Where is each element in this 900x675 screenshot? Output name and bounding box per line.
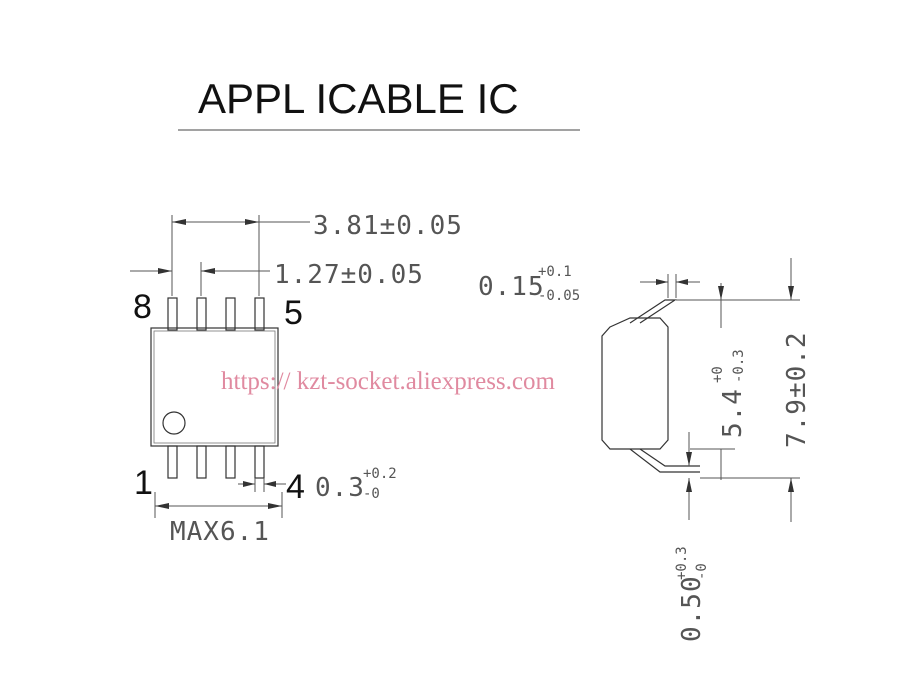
pin-4 xyxy=(254,445,265,479)
pin-label-1: 1 xyxy=(134,464,153,502)
ic-body-side xyxy=(601,317,669,450)
dim-lead-width: 0.3 xyxy=(315,473,365,503)
page-title: APPL ICABLE IC xyxy=(198,75,519,122)
pin-3 xyxy=(225,445,236,479)
pin-label-4: 4 xyxy=(286,468,305,506)
dim-standoff-minus: -0 xyxy=(694,563,710,580)
dim-lead-width-minus: -0 xyxy=(363,486,380,502)
dim-standoff-plus: +0.3 xyxy=(674,546,690,580)
pin-5 xyxy=(254,297,265,331)
dim-body-h-plus: +0 xyxy=(710,366,726,383)
dim-lead-width-plus: +0.2 xyxy=(363,466,397,482)
dim-pitch: 1.27±0.05 xyxy=(274,260,424,290)
pin1-marker xyxy=(162,411,186,435)
pin-label-5: 5 xyxy=(284,294,303,332)
side-view: 0.15 +0.1 -0.05 5.4 +0 -0.3 7.9±0.2 0.50… xyxy=(478,258,812,642)
dim-lead-thk-minus: -0.05 xyxy=(538,288,580,304)
ic-body-inner xyxy=(153,330,276,444)
pin-8 xyxy=(167,297,178,331)
dim-max-width: MAX6.1 xyxy=(170,517,270,547)
pin-1 xyxy=(167,445,178,479)
bottom-pins xyxy=(167,445,265,479)
dim-lead-span: 3.81±0.05 xyxy=(313,211,463,241)
dim-total-height: 7.9±0.2 xyxy=(782,331,812,448)
pin-2 xyxy=(196,445,207,479)
ic-body-top xyxy=(150,327,279,447)
top-view: 8 5 1 4 3.81±0.05 1.27±0.05 0.3 +0.2 -0 xyxy=(130,211,463,547)
dim-lead-thickness: 0.15 xyxy=(478,272,545,302)
pin-7 xyxy=(196,297,207,331)
pin-label-8: 8 xyxy=(133,288,152,326)
pin-6 xyxy=(225,297,236,331)
top-pins xyxy=(167,297,265,331)
dim-lead-thk-plus: +0.1 xyxy=(538,264,572,280)
dim-standoff: 0.50 xyxy=(677,575,707,642)
lower-lead xyxy=(629,448,700,473)
upper-lead xyxy=(629,299,678,324)
watermark-url: https:// kzt-socket.aliexpress.com xyxy=(221,368,556,395)
dim-body-h-minus: -0.3 xyxy=(731,349,747,383)
dim-body-height: 5.4 xyxy=(718,388,748,438)
